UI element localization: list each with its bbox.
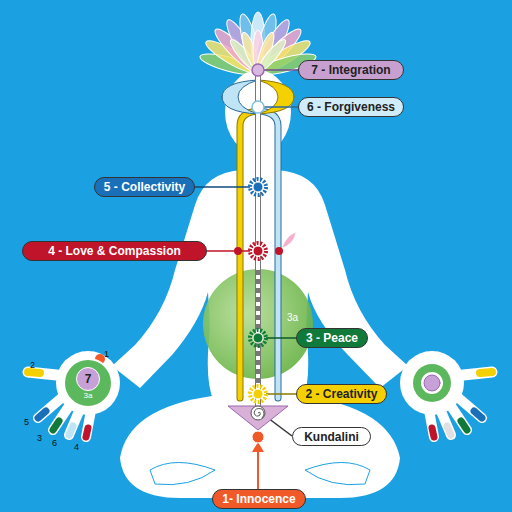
chakra-5-rays — [250, 179, 266, 195]
finger-tip — [86, 428, 88, 437]
chakra-3 — [253, 333, 263, 343]
finger — [28, 372, 66, 376]
finger-tip — [28, 372, 40, 373]
kundalini-label: Kundalini — [292, 427, 371, 446]
finger-tip — [461, 421, 467, 430]
finger-tip — [480, 372, 492, 373]
callout-number: 3 — [37, 433, 42, 443]
chakra-1 — [252, 431, 264, 443]
heart-flame — [282, 232, 296, 248]
palm-ring — [413, 364, 451, 402]
chakra-label: 3 - Peace — [296, 328, 368, 348]
label-text: 5 - Collectivity — [104, 180, 185, 194]
leader-line — [264, 69, 298, 71]
finger — [428, 405, 434, 437]
region-label: 3a — [287, 313, 298, 323]
right-fingers — [413, 364, 492, 437]
finger-tip — [69, 426, 73, 435]
palm-ring-inner — [421, 372, 443, 394]
chakra-label: 4 - Love & Compassion — [22, 241, 207, 261]
label-text: 6 - Forgiveness — [307, 100, 395, 114]
finger-tip — [53, 421, 59, 430]
chakra-4 — [253, 246, 263, 256]
finger-tip — [447, 426, 451, 435]
center-channel — [256, 72, 260, 405]
chakra-7 — [252, 64, 264, 76]
center-channel-outline — [255, 72, 261, 405]
foot — [150, 463, 215, 485]
foot — [305, 463, 370, 485]
leader-line — [207, 250, 250, 252]
finger-tip — [38, 411, 46, 418]
leader-lines — [195, 70, 298, 489]
callout-number: 1 — [104, 349, 109, 359]
chakra-6 — [252, 101, 264, 113]
chakra-label: 5 - Collectivity — [94, 177, 195, 197]
finger — [69, 404, 82, 435]
sacrum-triangle — [228, 406, 288, 430]
chakra-label: 1- Innocence — [212, 489, 306, 509]
left-heart-dot — [234, 247, 242, 255]
kundalini-coil — [251, 406, 265, 420]
finger-tip — [432, 428, 434, 437]
chakra-label: 7 - Integration — [298, 60, 404, 80]
chakra-2-rays — [250, 386, 266, 402]
label-text: 3 - Peace — [306, 331, 358, 345]
finger — [86, 405, 92, 437]
chakra-3-rays — [250, 330, 266, 346]
label-text: 4 - Love & Compassion — [48, 244, 181, 258]
leader-line — [266, 337, 296, 339]
leader-line — [195, 186, 250, 188]
leader-line — [257, 446, 259, 489]
callout-number: 2 — [30, 360, 35, 370]
label-text: 1- Innocence — [222, 492, 295, 506]
leader-line — [264, 106, 298, 108]
chakra-2 — [253, 389, 263, 399]
crossed-legs — [120, 396, 400, 498]
palm-circle: 73a — [63, 358, 113, 408]
label-text: 7 - Integration — [311, 63, 390, 77]
callout-number: 6 — [52, 438, 57, 448]
chakra-label: 2 - Creativity — [296, 384, 387, 404]
palm-center — [424, 375, 440, 391]
leader-line — [266, 393, 296, 395]
body-silhouette — [56, 70, 464, 498]
palm-sublabel: 3a — [84, 391, 93, 400]
label-text: 2 - Creativity — [305, 387, 377, 401]
finger — [438, 404, 451, 435]
chakra-4-rays — [250, 243, 266, 259]
finger-tip — [474, 411, 482, 418]
callout-number: 4 — [74, 442, 79, 452]
palm-number: 7 — [76, 367, 100, 391]
finger — [454, 372, 492, 376]
chakra-label: 6 - Forgiveness — [298, 97, 404, 117]
chakras — [228, 64, 296, 443]
leader-line — [268, 418, 292, 436]
chakra-5 — [253, 182, 263, 192]
kundalini-spiral — [254, 409, 264, 419]
label-text: Kundalini — [304, 430, 359, 444]
center-channel-gap — [256, 270, 260, 385]
callout-number: 5 — [24, 417, 29, 427]
channels — [222, 72, 294, 405]
